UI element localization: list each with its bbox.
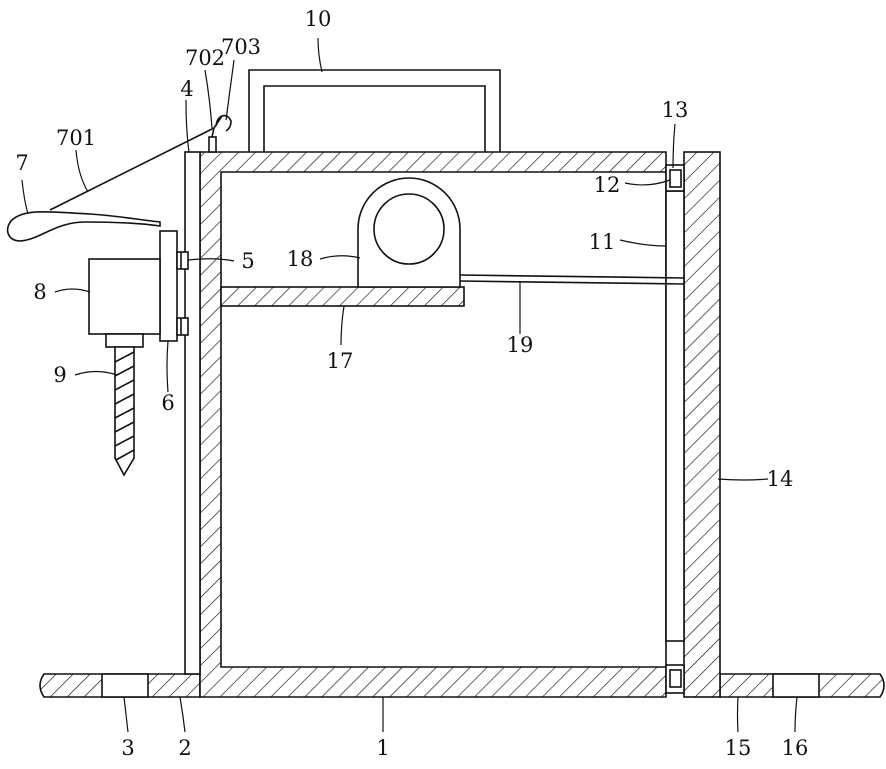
label-16: 16 — [782, 736, 809, 760]
label-2: 2 — [178, 736, 191, 760]
bolt-top — [177, 252, 188, 269]
slide-rail — [666, 191, 684, 641]
mounting-plate — [185, 152, 200, 674]
rope — [460, 275, 684, 284]
base-plate-left — [40, 674, 200, 697]
label-12: 12 — [594, 173, 621, 197]
motor-collar — [106, 334, 143, 347]
label-4: 4 — [180, 77, 193, 101]
bottom-bracket — [666, 665, 684, 693]
wire-hook — [209, 116, 231, 152]
label-701: 701 — [56, 126, 96, 150]
top-handle — [249, 70, 500, 152]
label-8: 8 — [33, 280, 46, 304]
label-1: 1 — [376, 736, 389, 760]
label-3: 3 — [121, 736, 134, 760]
base-hole-right — [773, 674, 819, 697]
label-6: 6 — [161, 391, 174, 415]
shelf — [221, 287, 464, 306]
base-hole-left — [102, 674, 148, 697]
top-bracket — [666, 165, 684, 191]
grip-handle — [8, 212, 160, 241]
label-702: 702 — [185, 46, 225, 70]
label-10: 10 — [305, 7, 332, 31]
bracket-plate — [160, 231, 177, 341]
label-7: 7 — [15, 151, 28, 175]
label-703: 703 — [221, 35, 261, 59]
label-19: 19 — [507, 333, 534, 357]
bolt-bottom — [177, 318, 188, 335]
drill-bit — [115, 347, 134, 475]
base-plate-right — [720, 674, 884, 697]
reel-holder — [358, 178, 460, 287]
motor — [89, 259, 160, 334]
side-door-panel — [684, 152, 720, 697]
label-14: 14 — [767, 467, 794, 491]
label-11: 11 — [589, 230, 616, 254]
label-13: 13 — [662, 98, 689, 122]
label-17: 17 — [327, 349, 354, 373]
label-15: 15 — [725, 736, 752, 760]
label-18: 18 — [287, 247, 314, 271]
label-5: 5 — [241, 249, 254, 273]
label-9: 9 — [53, 363, 66, 387]
